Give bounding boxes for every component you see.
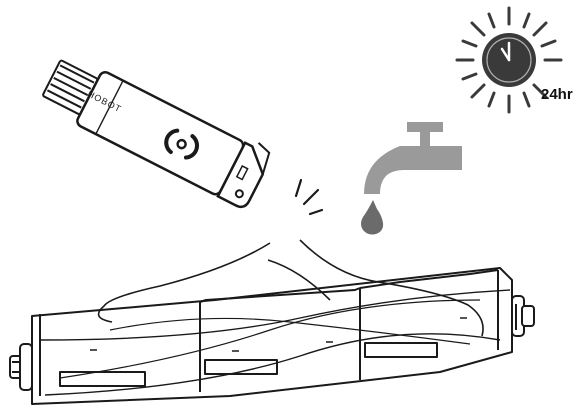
water-tap-icon — [364, 122, 462, 194]
action-spark-lines — [294, 178, 324, 216]
hair-strands — [97, 239, 484, 337]
sun-clock-icon — [455, 6, 563, 114]
drying-duration-label: 24hr — [541, 86, 573, 103]
cleaning-tool-icon: HOBOT — [42, 59, 271, 209]
water-drop-icon — [361, 200, 384, 235]
swirl-logo-icon — [164, 128, 200, 160]
roller-brush-icon — [9, 267, 535, 405]
